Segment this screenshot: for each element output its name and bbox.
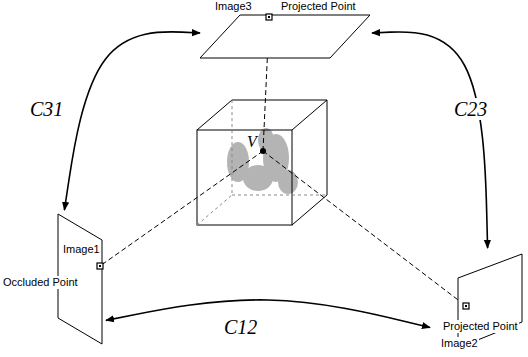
curved-arrow: [372, 32, 488, 248]
plane-label: Image3: [214, 0, 253, 13]
cube-outline: [190, 95, 335, 235]
edge-label: C23: [452, 98, 489, 120]
edge-label: C31: [28, 98, 65, 120]
image-plane: Projected PointImage2: [430, 248, 526, 354]
shape-blobs: [227, 128, 298, 194]
cube: V: [190, 95, 335, 235]
point-label: Projected Point: [280, 0, 357, 13]
image-plane: Image3 Projected Point: [200, 0, 372, 60]
point-label: Occluded Point: [2, 276, 79, 289]
point-label: Projected Point: [442, 320, 519, 333]
plane-label: Image2: [440, 337, 479, 350]
curved-arrow: [106, 300, 430, 328]
image-plane: Image1Occluded Point: [2, 210, 106, 348]
projection-rays: [100, 22, 466, 306]
plane-label: Image1: [62, 243, 101, 256]
edge-label: C12: [222, 316, 259, 338]
curved-arrow: [64, 32, 200, 210]
voxel-label: V: [246, 133, 258, 150]
